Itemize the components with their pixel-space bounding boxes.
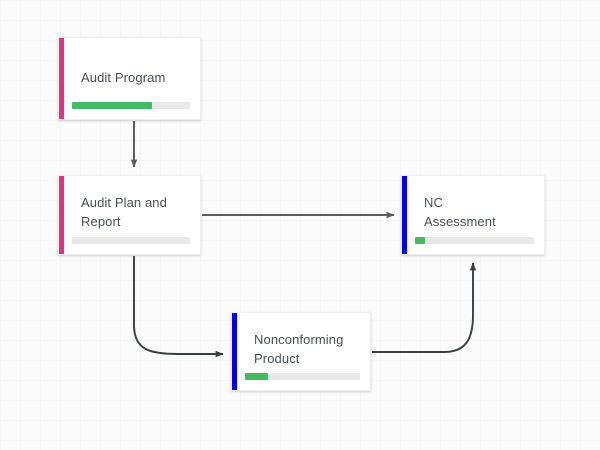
progress-fill xyxy=(72,102,153,109)
node-accent-bar xyxy=(59,176,64,254)
node-audit-program[interactable]: Audit Program xyxy=(58,37,201,120)
node-accent-bar xyxy=(59,38,64,119)
node-label: Audit Plan and Report xyxy=(81,194,167,229)
progress-fill xyxy=(415,237,425,244)
node-label: Audit Program xyxy=(81,69,166,85)
node-accent-bar xyxy=(402,176,407,254)
node-audit-plan-and-report[interactable]: Audit Plan and Report xyxy=(58,175,201,255)
node-nc-assessment[interactable]: NC Assessment xyxy=(401,175,545,255)
progress-bar xyxy=(72,102,190,109)
progress-bar xyxy=(245,373,360,380)
progress-fill xyxy=(245,373,268,380)
edge-product-to-assessment xyxy=(372,262,477,353)
progress-bar xyxy=(415,237,534,244)
progress-bar xyxy=(72,237,190,244)
node-label: NC Assessment xyxy=(424,194,496,229)
node-accent-bar xyxy=(232,313,237,390)
node-label: Nonconforming Product xyxy=(254,331,344,366)
edge-plan-to-product xyxy=(133,256,224,358)
node-nonconforming-product[interactable]: Nonconforming Product xyxy=(231,312,371,391)
